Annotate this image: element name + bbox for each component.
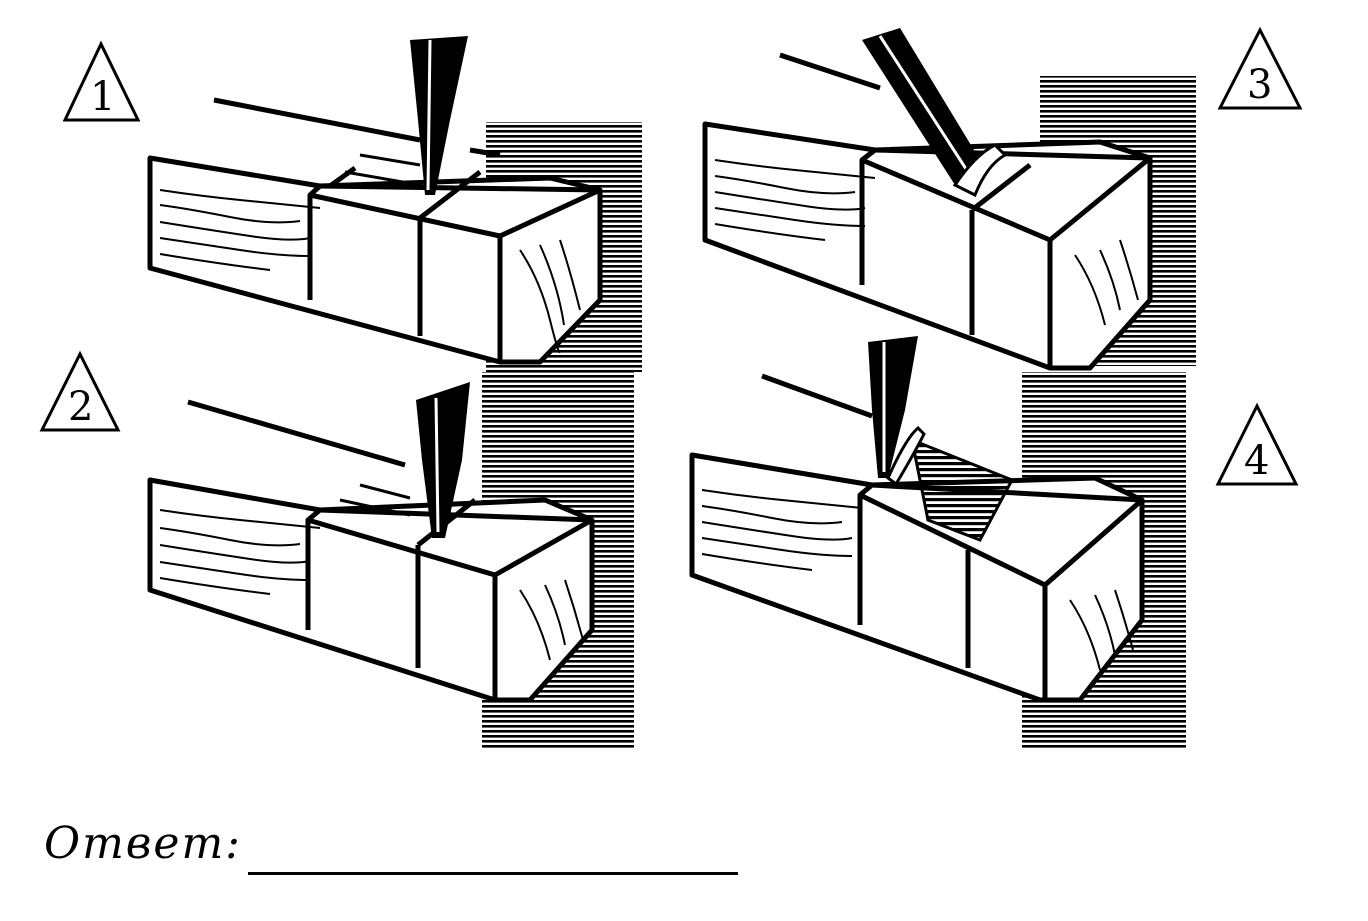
guide-line — [213, 97, 421, 143]
guide-line — [761, 373, 873, 419]
notch-cut — [909, 437, 1015, 542]
wood-grain — [714, 159, 1139, 326]
step-2-panel: 2 — [39, 350, 634, 748]
beam — [689, 452, 1145, 703]
guide-line — [779, 52, 881, 91]
step-4-label: 4 — [1215, 402, 1299, 486]
step-3-panel: 3 — [702, 26, 1303, 371]
svg-text:2: 2 — [68, 384, 93, 430]
chisel — [416, 382, 470, 538]
beam — [147, 477, 595, 703]
beam — [702, 121, 1153, 371]
wood-grain — [159, 189, 581, 353]
step-1-panel: 1 — [62, 36, 642, 372]
answer-label: Ответ: — [44, 818, 242, 869]
wood-grain — [159, 509, 584, 661]
chisel — [410, 36, 468, 195]
beam — [147, 153, 603, 365]
step-1-label: 1 — [62, 40, 141, 122]
svg-text:3: 3 — [1247, 62, 1272, 108]
step-3-label: 3 — [1217, 26, 1303, 110]
svg-text:1: 1 — [90, 74, 115, 120]
guide-line — [187, 399, 406, 468]
wood-grain — [701, 489, 1134, 671]
chisel — [868, 336, 918, 478]
svg-text:4: 4 — [1244, 438, 1269, 484]
step-4-panel: 4 — [689, 336, 1299, 748]
answer-input-line[interactable] — [248, 872, 738, 875]
step-2-label: 2 — [39, 350, 121, 432]
